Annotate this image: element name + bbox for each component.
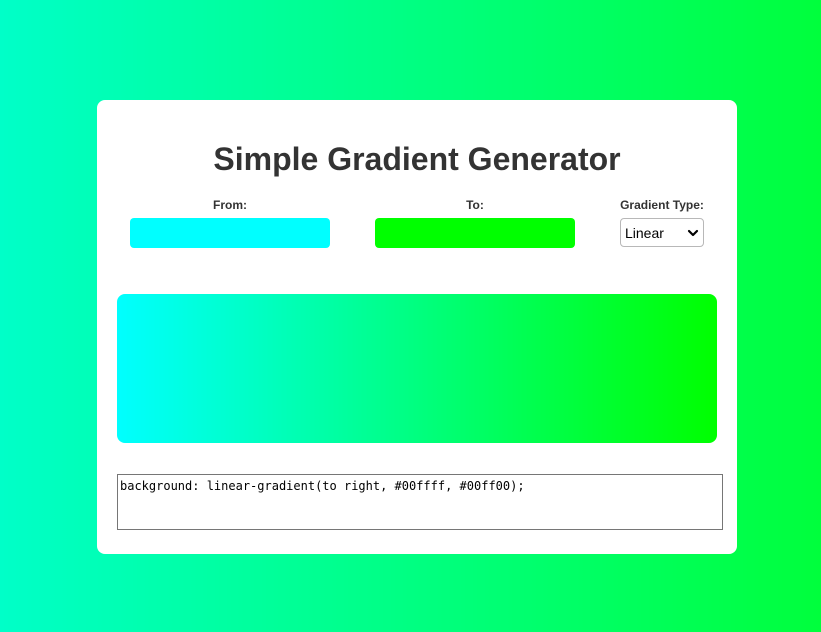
from-control: From: [130, 198, 330, 248]
from-color-picker[interactable] [130, 218, 330, 248]
page-title: Simple Gradient Generator [213, 141, 621, 177]
to-color-picker[interactable] [375, 218, 575, 248]
from-label: From: [213, 198, 247, 212]
generator-card: Simple Gradient Generator From: To: Grad… [97, 100, 737, 554]
gradient-preview [117, 294, 717, 443]
gradient-type-selected-value: Linear [625, 224, 664, 241]
gradient-type-control: Gradient Type: Linear [618, 198, 706, 247]
gradient-type-label: Gradient Type: [620, 198, 704, 212]
css-output-textarea[interactable]: background: linear-gradient(to right, #0… [117, 474, 723, 530]
gradient-type-select[interactable]: Linear [620, 218, 704, 247]
chevron-down-icon [687, 229, 699, 236]
to-label: To: [466, 198, 484, 212]
to-control: To: [375, 198, 575, 248]
